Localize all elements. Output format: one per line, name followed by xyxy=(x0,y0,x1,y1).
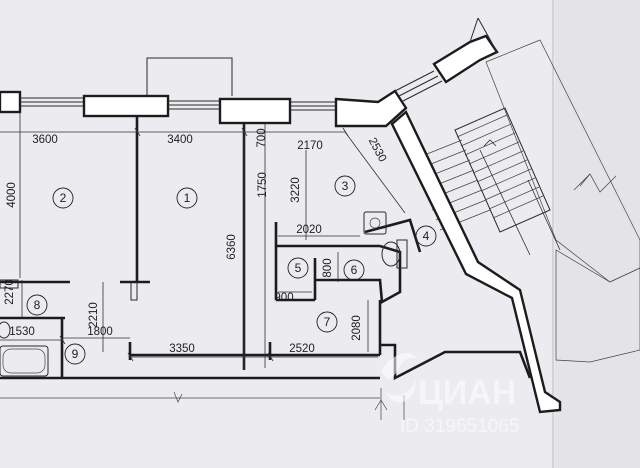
room-number: 1 xyxy=(184,191,191,205)
elevator-shaft xyxy=(555,249,640,363)
dimension-label: 3350 xyxy=(169,343,195,355)
watermark-id-text: ID 319651065 xyxy=(400,416,519,437)
dimension-label: 700 xyxy=(256,128,268,147)
dimension-label: 6360 xyxy=(226,234,238,260)
room-circle xyxy=(415,225,437,247)
room-circle xyxy=(343,259,365,281)
dimension-label: 1800 xyxy=(87,326,113,338)
room-circle xyxy=(334,175,356,197)
paper-shadow xyxy=(555,0,640,468)
dimension-label: 1750 xyxy=(257,172,269,198)
room-marker-4: 4 xyxy=(415,225,437,247)
exterior-wall-top xyxy=(0,17,499,128)
toilet-fixture xyxy=(381,239,408,269)
room-circle xyxy=(287,257,309,279)
room-marker-3: 3 xyxy=(334,175,356,197)
stair-wall-left xyxy=(390,110,562,414)
room-circle xyxy=(64,343,86,365)
room-marker-9: 9 xyxy=(64,343,86,365)
dimension-label: 2520 xyxy=(289,343,315,355)
radiator xyxy=(0,279,19,289)
room-number: 6 xyxy=(351,263,358,277)
watermark-logo-text: ЦИАН xyxy=(418,374,516,412)
room-number: 4 xyxy=(423,229,430,243)
room-marker-8: 8 xyxy=(26,294,48,316)
room-number: 8 xyxy=(34,298,41,312)
room-circle xyxy=(52,187,74,209)
room-number: 3 xyxy=(342,179,349,193)
room-number: 2 xyxy=(60,191,67,205)
stair-treads xyxy=(411,114,544,231)
room-number: 7 xyxy=(324,315,331,329)
dimension-label: 2020 xyxy=(296,224,322,236)
room-markers: 1 2 3 4 5 6 7 8 9 xyxy=(26,175,437,365)
dimension-label: 4000 xyxy=(6,182,18,208)
dimension-label: 2170 xyxy=(297,140,323,152)
watermark: ЦИАН ID 319651065 xyxy=(381,353,519,437)
dimension-label: 900 xyxy=(274,292,293,304)
room-circle xyxy=(316,311,338,333)
dimension-label: 1530 xyxy=(9,326,35,338)
stairwell xyxy=(411,39,640,283)
balcony-outline xyxy=(146,57,233,96)
room-marker-7: 7 xyxy=(316,311,338,333)
dimension-label: 3400 xyxy=(167,134,193,146)
room-marker-2: 2 xyxy=(52,187,74,209)
room-marker-1: 1 xyxy=(176,187,198,209)
dimension-label: 3600 xyxy=(32,134,58,146)
dimension-label: 3220 xyxy=(290,177,302,203)
room-circle xyxy=(26,294,48,316)
dimension-label: 2080 xyxy=(351,315,363,341)
dimension-label: 800 xyxy=(322,258,334,277)
room-marker-6: 6 xyxy=(343,259,365,281)
cian-logo-icon xyxy=(381,353,417,403)
dimension-lines xyxy=(0,112,406,370)
dimension-label: 2270 xyxy=(4,279,16,305)
washbasin-fixture xyxy=(0,321,11,339)
room-number: 5 xyxy=(295,261,302,275)
dimension-label: 2210 xyxy=(88,302,100,328)
room-circle xyxy=(176,187,198,209)
room-number: 9 xyxy=(72,347,79,361)
room-marker-5: 5 xyxy=(287,257,309,279)
sink-fixture xyxy=(363,211,387,235)
bathtub-fixture xyxy=(0,345,49,377)
